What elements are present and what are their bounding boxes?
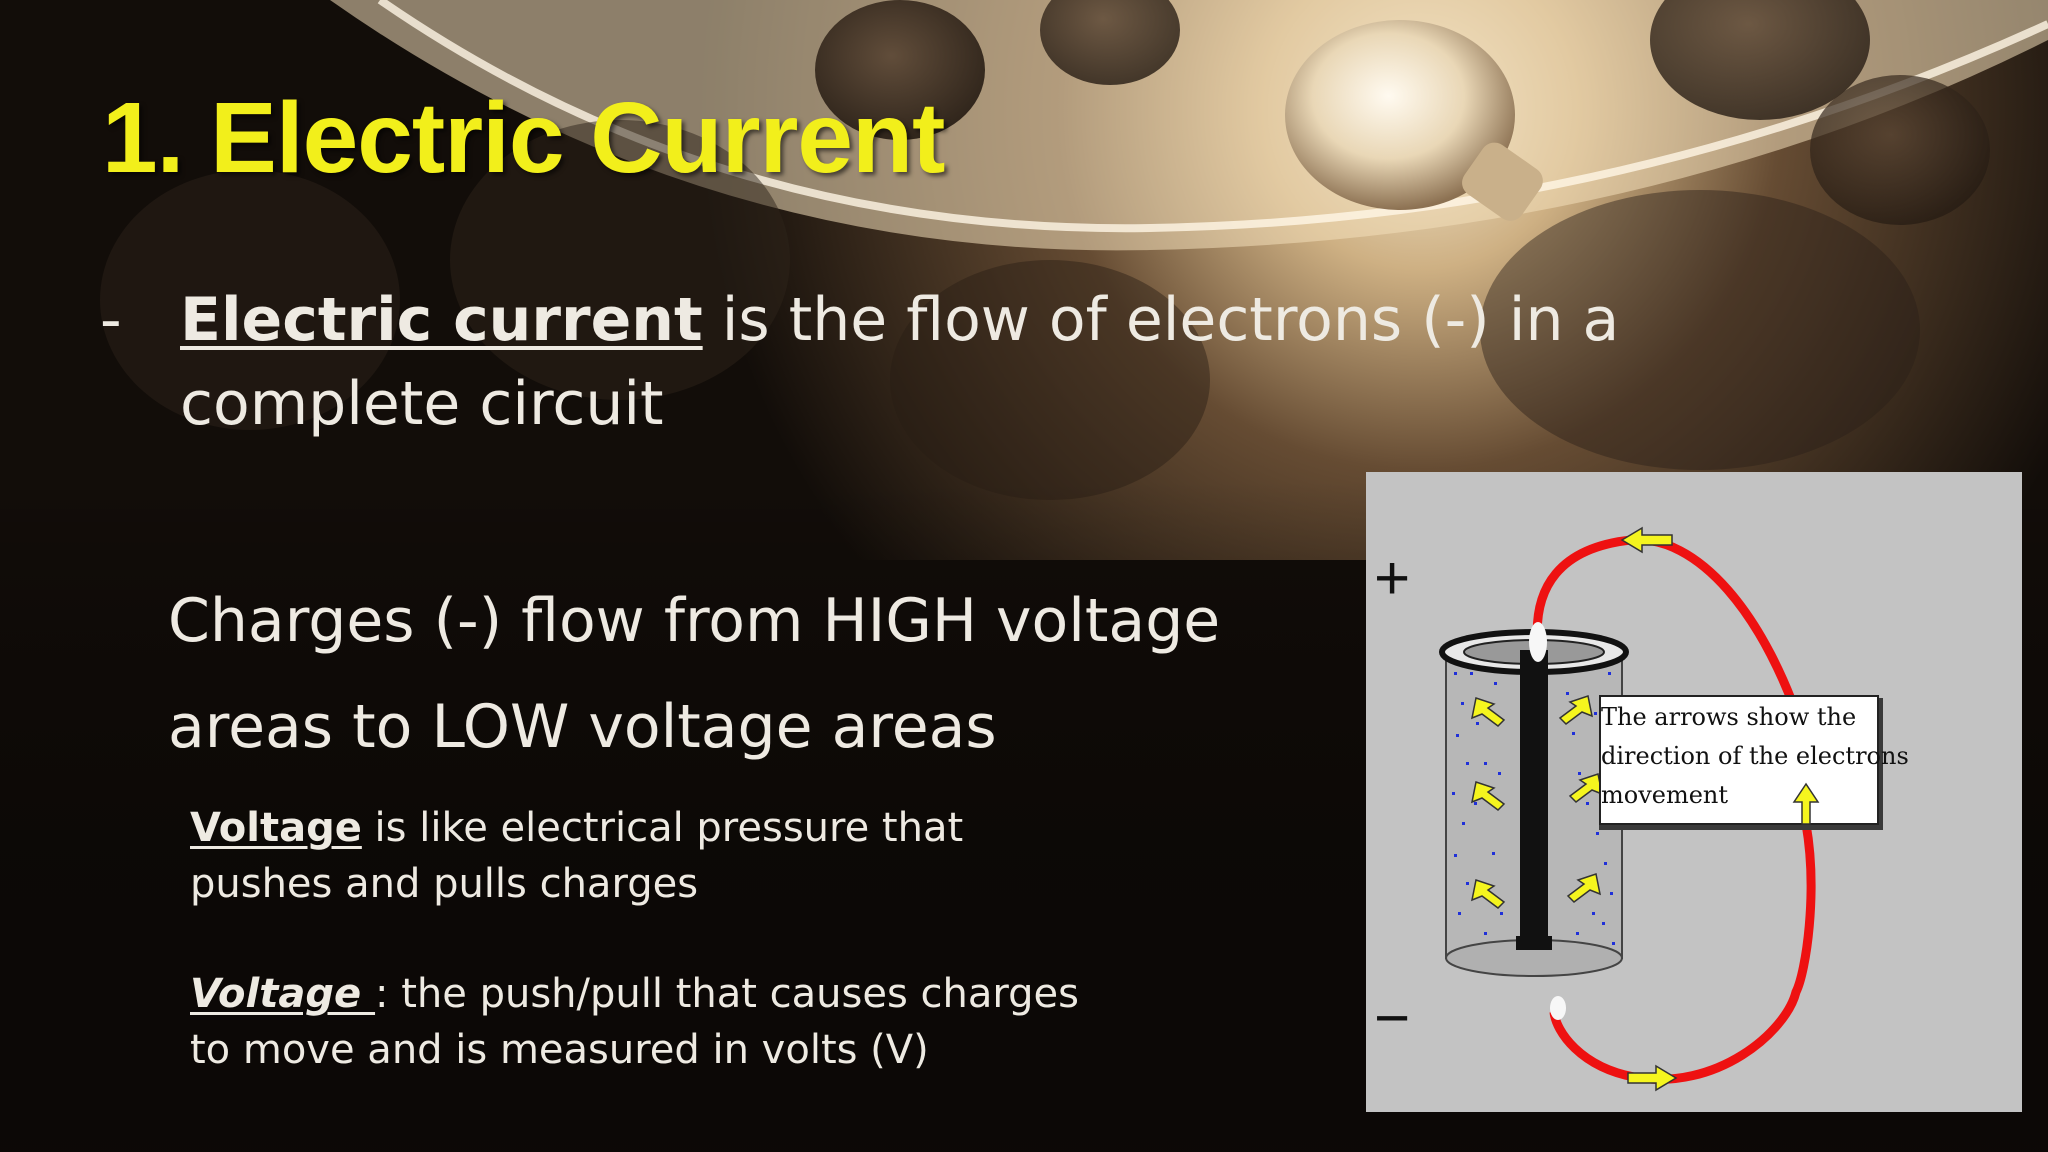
arrow-right-3-icon [1566,873,1602,903]
diagram-caption: The arrows show the direction of the ele… [1601,698,1909,815]
arrow-left-3-icon [1470,879,1506,909]
battery-rod [1520,650,1548,950]
term-electric-current: Electric current [180,285,703,355]
negative-sign: − [1374,984,1411,1053]
charges-flow-paragraph: Charges (-) flow from HIGH voltage areas… [168,568,1220,780]
voltage-note: Voltage is like electrical pressure that… [190,800,963,912]
arrow-left-1-icon [1470,697,1506,727]
term-voltage-italic: Voltage [190,971,376,1017]
bullet-line1-rest: is the flow of electrons (-) in a [702,285,1620,355]
caption-box [1599,695,1879,825]
voltage-definition-line2: to move and is measured in volts (V) [190,1027,929,1073]
term-voltage: Voltage [190,805,362,851]
slide-title: 1. Electric Current [102,82,945,194]
caption-line1: The arrows show the [1601,703,1857,731]
caption-arrow-icon [1792,782,1820,825]
voltage-note-line2: pushes and pulls charges [190,861,699,907]
arrow-left-2-icon [1470,781,1506,811]
arrow-top-icon [1620,526,1673,554]
arrow-right-1-icon [1558,695,1594,725]
voltage-note-line1-rest: is like electrical pressure that [361,805,964,851]
battery-circuit-illustration [1366,472,2022,1112]
caption-line2: direction of the electrons [1601,742,1909,770]
circuit-diagram: The arrows show the direction of the ele… [1366,472,2022,1112]
wire-bottom [1549,823,1816,1084]
positive-sign: + [1374,544,1411,613]
negative-terminal [1550,996,1566,1020]
paragraph-line1: Charges (-) flow from HIGH voltage [168,586,1221,656]
positive-terminal [1529,622,1547,662]
battery-rod-base [1516,936,1552,950]
current-arrows [1470,526,1820,1092]
bullet-dash: - [100,285,122,355]
bullet-text: Electric current is the flow of electron… [180,278,1780,446]
arrow-right-2-icon [1568,773,1604,803]
voltage-definition-line1-rest: : the push/pull that causes charges [375,971,1079,1017]
voltage-definition: Voltage : the push/pull that causes char… [190,966,1079,1078]
bullet-line2: complete circuit [180,369,664,439]
lit-bulb [1285,20,1515,210]
paragraph-line2: areas to LOW voltage areas [168,692,997,762]
arrow-bottom-icon [1627,1064,1678,1092]
caption-line3: movement [1601,781,1729,809]
